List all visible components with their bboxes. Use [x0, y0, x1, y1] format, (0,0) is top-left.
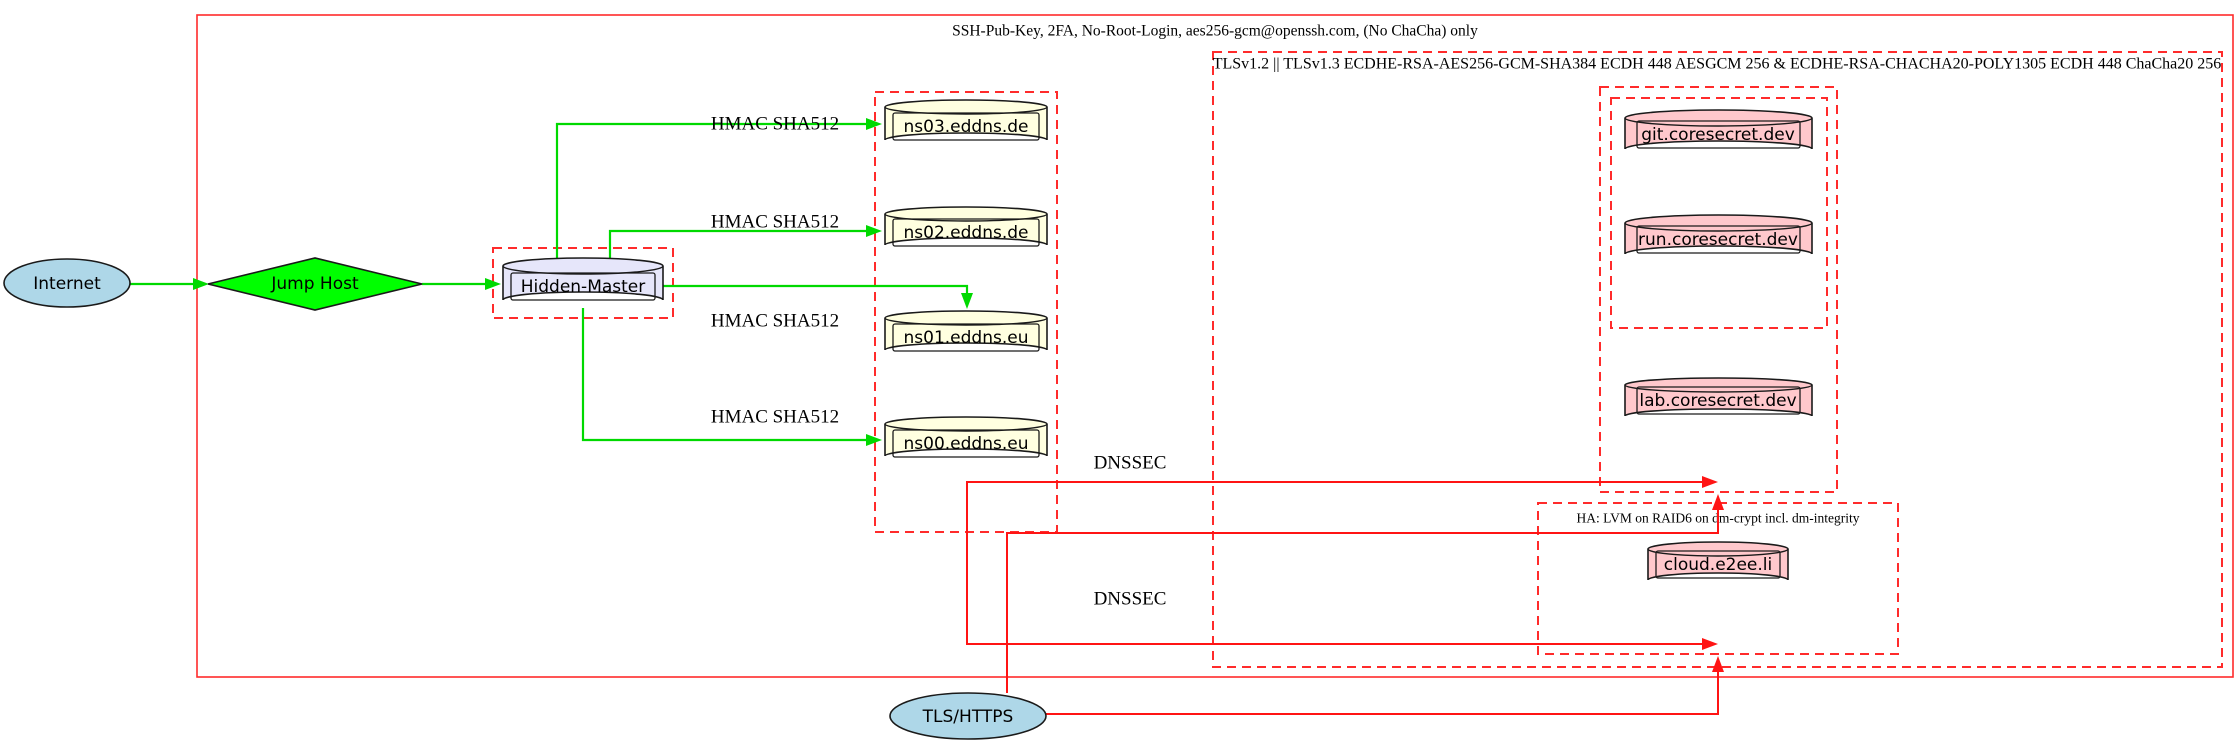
edge-dnssec-upper [966, 481, 1702, 645]
ns01-label-box [892, 323, 1040, 352]
edge-tlshttps-ha [1046, 672, 1719, 715]
arrowhead-ns03 [866, 118, 882, 130]
coresecret-outer-cluster-box [1599, 86, 1838, 493]
git-label: git.coresecret.dev [1641, 125, 1795, 145]
ns02-node [884, 206, 1048, 246]
hidden-master-node [502, 257, 664, 301]
ns01-cylinder-rim [884, 317, 1048, 326]
arrowhead-dnssec-upper [1702, 476, 1718, 488]
cloud-cylinder-rim [1647, 548, 1789, 557]
hidden-master-label-box [510, 272, 656, 301]
edge-tlshttps-coresecret [1006, 510, 1719, 693]
dnssec-label-lower: DNSSEC [1094, 589, 1167, 610]
edge-hiddenmaster-ns02 [608, 229, 866, 259]
arrowhead-ns02 [866, 225, 882, 237]
ns02-label-box [892, 218, 1040, 247]
ssh-cluster-label: SSH-Pub-Key, 2FA, No-Root-Login, aes256-… [952, 23, 1478, 40]
hidden-master-cylinder-rim [502, 265, 664, 275]
arrowhead-tlshttps-ha [1712, 656, 1724, 672]
ns03-label-box [892, 112, 1040, 141]
ns00-node [884, 416, 1048, 457]
git-node [1624, 109, 1813, 150]
ns03-node [884, 99, 1048, 141]
ns00-label: ns00.eddns.eu [904, 434, 1029, 454]
lab-cylinder-rim [1624, 384, 1813, 393]
ssh-cluster-box [196, 14, 2234, 678]
edge-hiddenmaster-ns03 [555, 122, 866, 259]
lab-label: lab.coresecret.dev [1639, 391, 1796, 411]
tls-cluster-label: TLSv1.2 || TLSv1.3 ECDHE-RSA-AES256-GCM-… [1213, 56, 2222, 73]
cloud-label: cloud.e2ee.li [1664, 555, 1772, 575]
hmac-label-ns00: HMAC SHA512 [711, 407, 839, 428]
lab-label-box [1636, 386, 1801, 415]
coresecret-inner-cluster-box [1610, 97, 1828, 329]
ns00-label-box [892, 429, 1040, 458]
ns02-label: ns02.eddns.de [904, 223, 1029, 243]
edge-hiddenmaster-ns00 [581, 308, 866, 442]
ns02-cylinder-rim [884, 213, 1048, 222]
cloud-label-box [1655, 550, 1781, 579]
ns03-label: ns03.eddns.de [904, 117, 1029, 137]
internet-node [3, 258, 131, 308]
dnssec-label-upper: DNSSEC [1094, 453, 1167, 474]
git-cylinder-rim [1624, 117, 1813, 127]
arrowhead-jumphost-hiddenmaster [485, 278, 501, 290]
arrowhead-tlshttps-coresecret [1712, 494, 1724, 510]
arrowhead-ns00 [866, 434, 882, 446]
jump-host-label: Jump Host [270, 274, 359, 294]
ns01-node [884, 310, 1048, 351]
run-node [1624, 214, 1813, 255]
arrowhead-ns01 [961, 293, 973, 309]
jump-host-node [207, 257, 423, 311]
tls-https-node [889, 692, 1047, 740]
internet-label: Internet [33, 274, 101, 294]
run-label-box [1636, 225, 1801, 254]
hmac-label-ns01: HMAC SHA512 [711, 311, 839, 332]
git-label-box [1636, 120, 1801, 149]
ns01-label: ns01.eddns.eu [904, 328, 1029, 348]
edge-hiddenmaster-ns01 [663, 284, 969, 293]
arrowhead-internet-jumphost [193, 278, 209, 290]
hmac-label-ns03: HMAC SHA512 [711, 114, 839, 135]
ns00-cylinder-rim [884, 423, 1048, 432]
run-label: run.coresecret.dev [1638, 230, 1798, 250]
run-cylinder-rim [1624, 222, 1813, 232]
arrowhead-dnssec-lower [1702, 638, 1718, 650]
hidden-master-label: Hidden-Master [521, 277, 646, 297]
hmac-label-ns02: HMAC SHA512 [711, 212, 839, 233]
tls-cluster-box [1212, 51, 2223, 668]
ns03-cylinder-rim [884, 106, 1048, 115]
tls-https-label: TLS/HTTPS [922, 707, 1014, 727]
